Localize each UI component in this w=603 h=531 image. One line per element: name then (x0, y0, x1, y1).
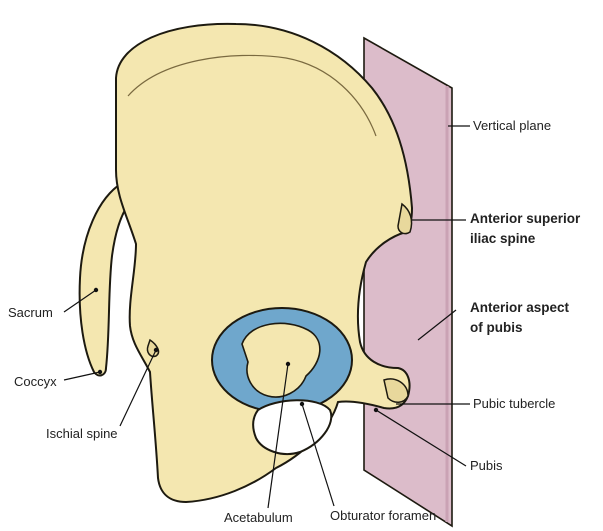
label-acetabulum: Acetabulum (224, 510, 293, 526)
label-anterior-aspect-of-pubis-line1: Anterior aspect (470, 300, 569, 316)
label-anterior-superior-iliac-spine-line1: Anterior superior (470, 211, 580, 227)
leader-coccyx (64, 372, 100, 380)
label-sacrum: Sacrum (8, 305, 53, 321)
label-obturator-foramen: Obturator foramen (330, 508, 436, 524)
label-coccyx: Coccyx (14, 374, 57, 390)
label-anterior-aspect-of-pubis-line2: of pubis (470, 320, 523, 336)
label-ischial-spine: Ischial spine (46, 426, 118, 442)
label-pubis: Pubis (470, 458, 503, 474)
label-vertical-plane: Vertical plane (473, 118, 551, 134)
obturator-foramen (253, 400, 331, 454)
label-pubic-tubercle: Pubic tubercle (473, 396, 555, 412)
label-anterior-superior-iliac-spine-line2: iliac spine (470, 231, 535, 247)
